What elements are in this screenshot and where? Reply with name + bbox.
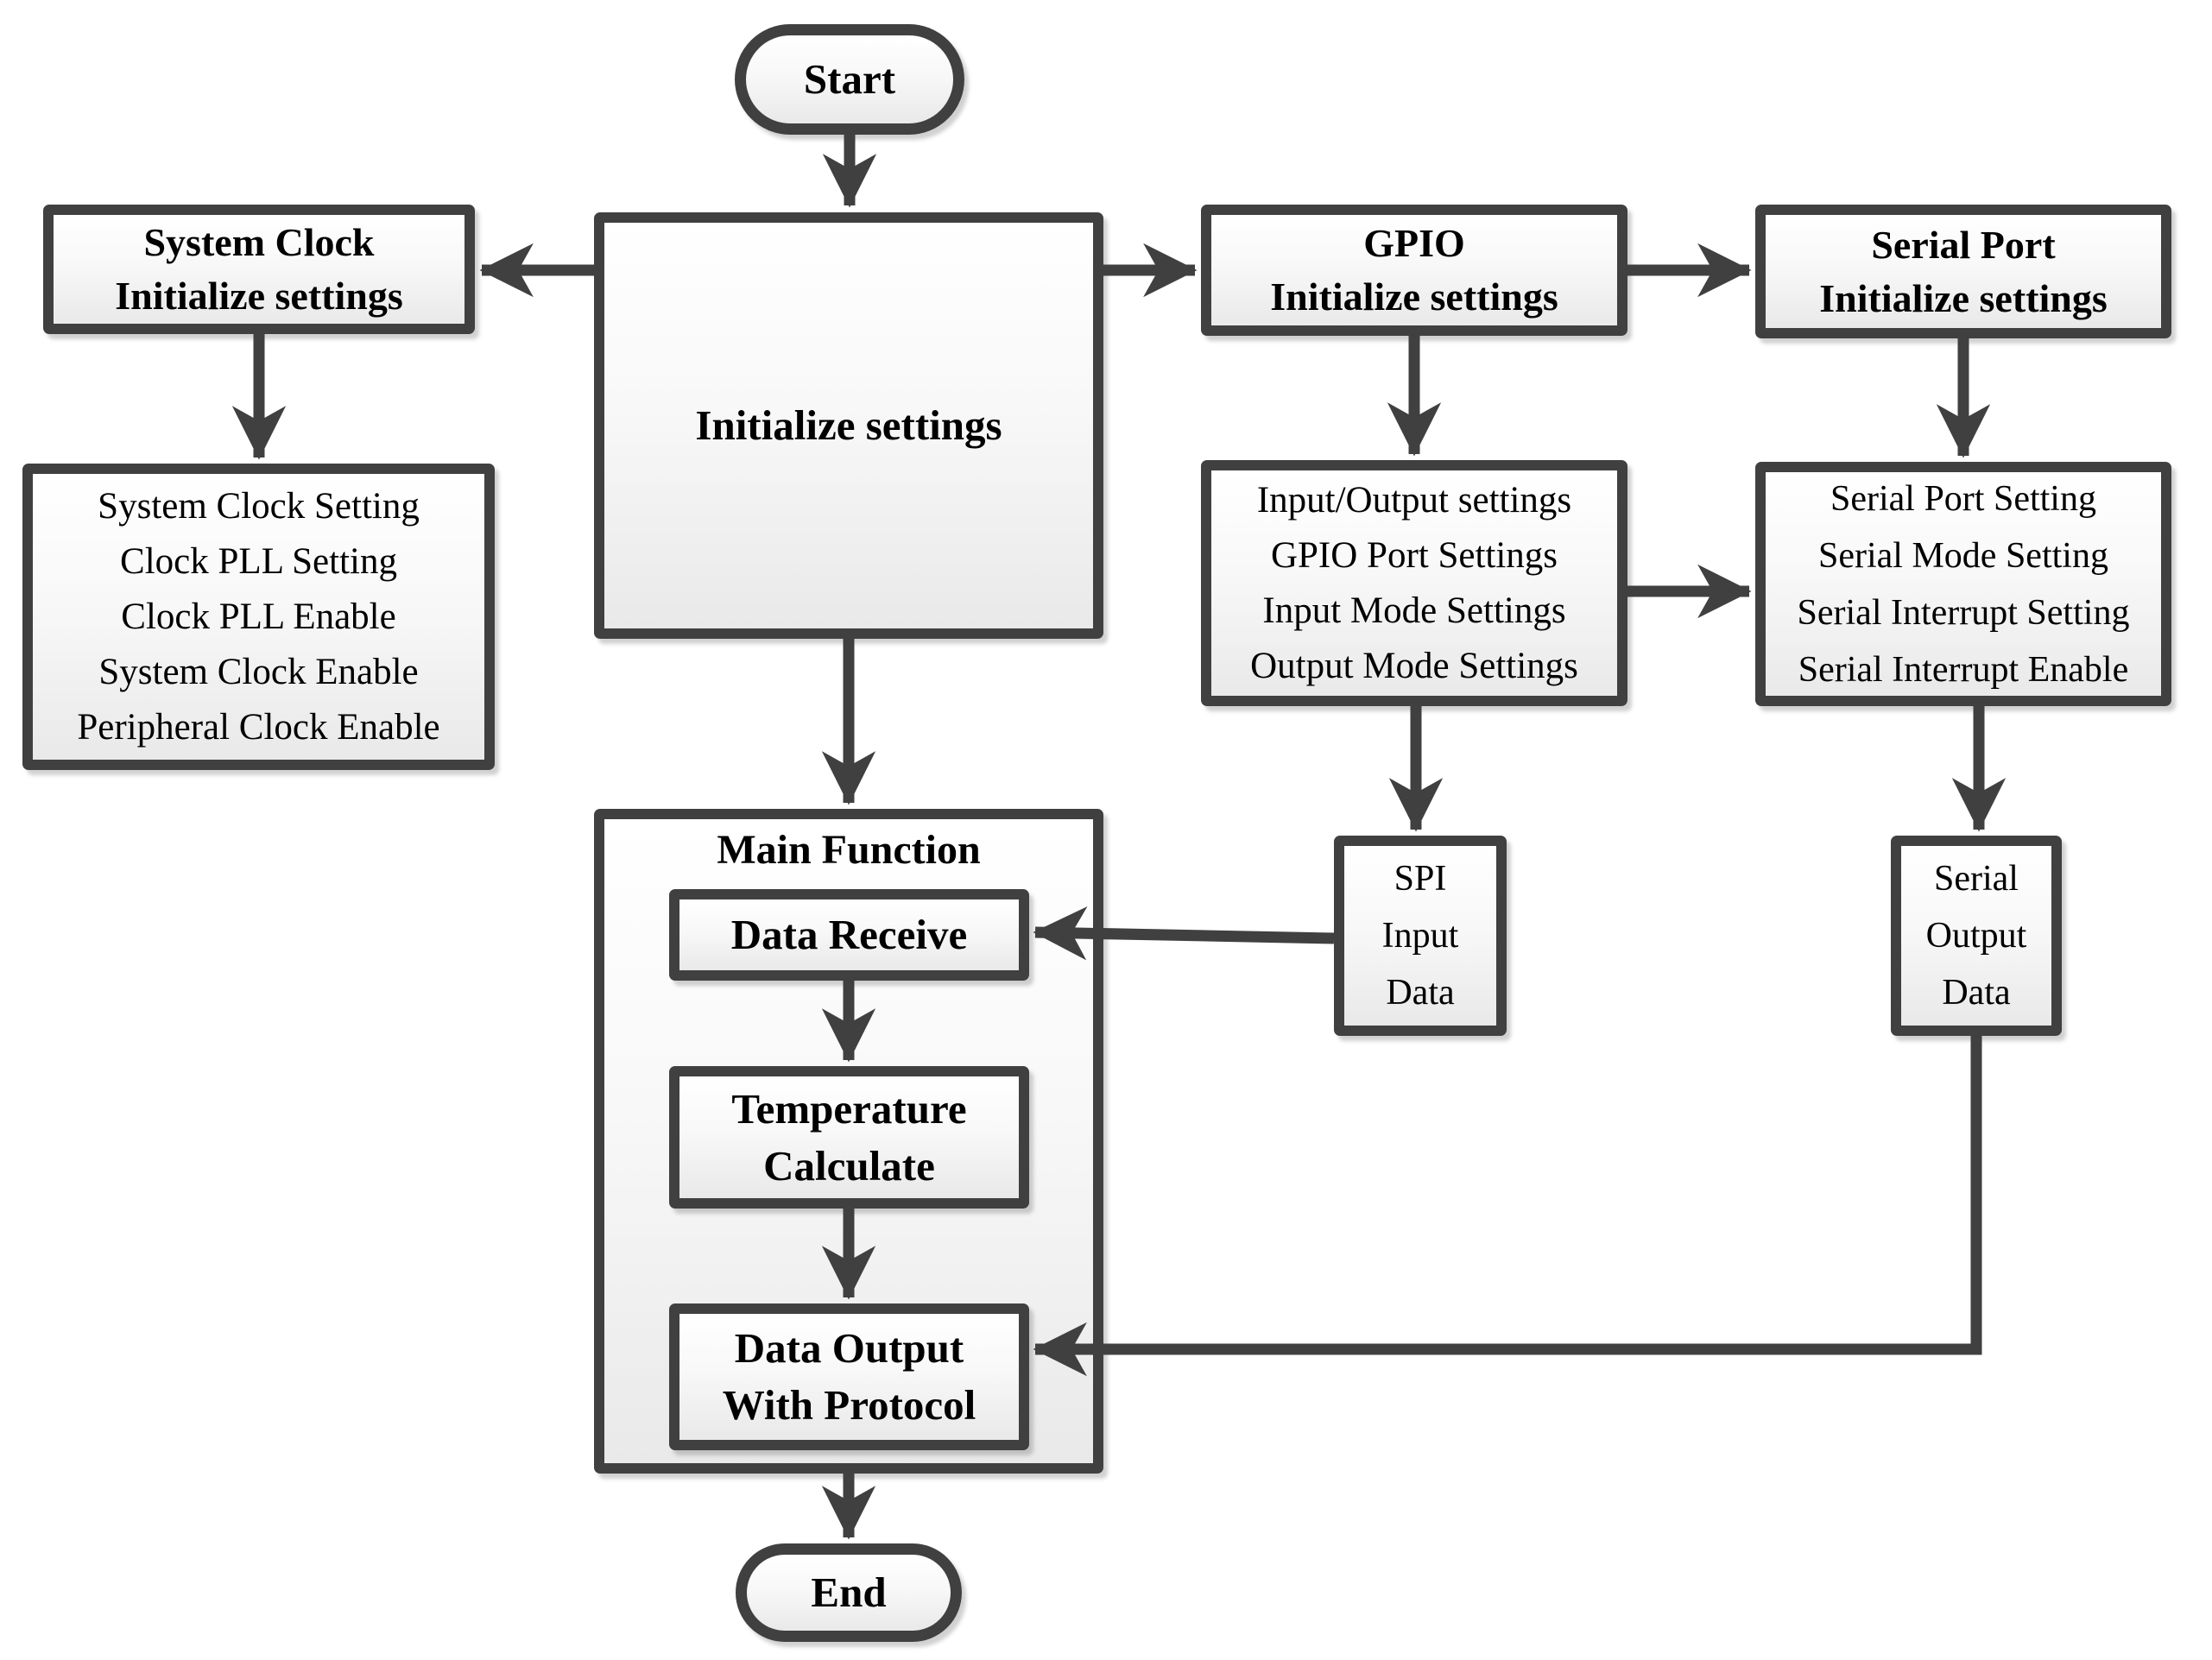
node-gpio-detail-items: Input/Output settings GPIO Port Settings…	[1250, 479, 1578, 686]
node-temperature-calculate: Temperature Calculate	[669, 1066, 1029, 1209]
node-gpio-init: GPIO Initialize settings	[1201, 205, 1627, 336]
node-start: Start	[735, 24, 964, 135]
node-spi-input-data: SPI Input Data	[1334, 836, 1507, 1036]
node-data-output-with-protocol-label: Data Output With Protocol	[722, 1324, 976, 1429]
node-initialize-settings: Initialize settings	[594, 212, 1103, 639]
node-end: End	[736, 1543, 962, 1642]
node-initialize-settings-label: Initialize settings	[695, 401, 1002, 450]
node-system-clock-detail: System Clock Setting Clock PLL Setting C…	[22, 464, 495, 770]
node-data-output-with-protocol: Data Output With Protocol	[669, 1303, 1029, 1450]
node-system-clock-init-label: System Clock Initialize settings	[115, 220, 403, 318]
node-data-receive-label: Data Receive	[730, 911, 968, 959]
node-data-receive: Data Receive	[669, 889, 1029, 981]
node-start-label: Start	[803, 55, 896, 104]
node-system-clock-detail-items: System Clock Setting Clock PLL Setting C…	[77, 485, 440, 748]
node-gpio-init-label: GPIO Initialize settings	[1270, 221, 1558, 319]
node-gpio-detail: Input/Output settings GPIO Port Settings…	[1201, 460, 1627, 706]
node-system-clock-init: System Clock Initialize settings	[43, 205, 475, 334]
node-temperature-calculate-label: Temperature Calculate	[731, 1084, 967, 1190]
node-serial-output-data-label: Serial Output Data	[1925, 859, 2027, 1013]
node-main-function-label: Main Function	[717, 827, 981, 873]
node-serial-output-data: Serial Output Data	[1891, 836, 2062, 1036]
node-serial-port-init: Serial Port Initialize settings	[1755, 205, 2171, 338]
node-serial-port-init-label: Serial Port Initialize settings	[1819, 222, 2108, 320]
node-spi-input-data-label: SPI Input Data	[1381, 859, 1459, 1013]
node-serial-detail-items: Serial Port Setting Serial Mode Setting …	[1797, 478, 2130, 690]
node-serial-detail: Serial Port Setting Serial Mode Setting …	[1755, 462, 2171, 706]
edge-serial-output-to-data-output	[1033, 1036, 1982, 1377]
node-end-label: End	[811, 1568, 887, 1617]
